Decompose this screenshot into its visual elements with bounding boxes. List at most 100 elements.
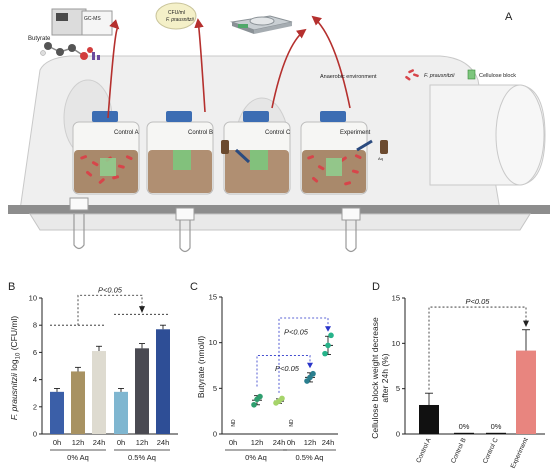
panel-d-bar: [454, 432, 474, 434]
panel-c-y-tick-label: 10: [209, 338, 217, 347]
panel-c-sig-bracket-24h: [278, 317, 329, 393]
panel-d-value-label: 0%: [459, 422, 470, 431]
balance-instrument: [230, 15, 293, 34]
panel-c-data-point: [310, 370, 316, 377]
panel-c-group-label: 0% Aq: [245, 453, 267, 462]
arrow-to-gcms: [107, 19, 120, 119]
panel-b-bar: [92, 351, 106, 434]
gcms-label: GC-MS: [84, 16, 101, 22]
panel-d-bar: [516, 350, 536, 434]
panel-d-sig-arrow: [523, 320, 529, 328]
arrow-to-balance-2: [311, 15, 351, 109]
panel-a-label: A: [505, 11, 513, 23]
dropper-experiment: [356, 139, 373, 152]
panel-b-y-tick-label: 10: [29, 294, 37, 303]
panel-c-x-tick-label: 24h: [273, 438, 286, 447]
panel-d-x-tick-label: Control C: [482, 437, 500, 465]
shelf-base: [29, 213, 531, 231]
panel-b-x-tick-label: 12h: [72, 438, 85, 447]
panel-c-y-tick-label: 5: [213, 384, 217, 393]
aq-bottle-left: [221, 140, 229, 154]
panel-b-group-label: 0% Aq: [67, 453, 89, 462]
panel-d-y-tick-label: 0: [396, 430, 400, 439]
panel-b-y-tick-label: 8: [33, 321, 37, 330]
panel-c-data-point: [257, 393, 263, 400]
legend-block-icon: [467, 69, 476, 80]
panel-c-group-label: 0.5% Aq: [296, 453, 324, 462]
panel-c-data-point: [322, 350, 328, 357]
arrow-to-balance: [271, 28, 307, 109]
panel-b-sig-bracket: [77, 294, 143, 326]
panel-b-bar: [71, 371, 85, 434]
panel-d-x-tick-label: Experiment: [510, 437, 530, 470]
panel-d-chart: D Cellulose block weight decreaseafter 2…: [370, 281, 545, 470]
panel-d-x-tick-label: Control A: [415, 436, 433, 464]
panel-c-x-tick-label: 0h: [229, 438, 237, 447]
jar-label-control-b: Control B: [188, 130, 213, 136]
panel-d-y-tick-label: 10: [392, 339, 400, 348]
panel-c-x-tick-label: 12h: [304, 438, 317, 447]
panel-d-sig-label: P<0.05: [466, 297, 491, 306]
panel-b-bar: [135, 348, 149, 434]
legend-block-label: Cellulose block: [479, 73, 516, 79]
shelf-clamps: [69, 197, 361, 253]
shelf: [8, 205, 550, 214]
jar-label-control-a: Control A: [114, 130, 139, 136]
panel-b-x-tick-label: 0h: [53, 438, 61, 447]
panel-c-y-tick-label: 15: [209, 293, 217, 302]
panel-b-group-label: 0.5% Aq: [128, 453, 156, 462]
panel-d-sig-bracket: [428, 306, 527, 390]
panel-d-label: D: [372, 281, 380, 293]
panel-b-x-tick-label: 12h: [136, 438, 149, 447]
panel-b-y-tick-label: 2: [33, 402, 37, 411]
jar-control-a: Control A: [72, 111, 140, 195]
panel-d-y-tick-label: 5: [396, 384, 400, 393]
panel-c-sig-label-12h: P<0.05: [275, 364, 300, 373]
airlock-door: [495, 84, 545, 186]
panel-b-chart: B F. prausnitzii log10 (CFU/ml) 02468100…: [8, 281, 178, 462]
panel-b-x-tick-label: 24h: [93, 438, 106, 447]
panel-d-y-axis-label: Cellulose block weight decreaseafter 24h…: [370, 317, 390, 439]
panel-d-x-tick-label: Control B: [450, 437, 468, 465]
jar-label-experiment: Experiment: [340, 130, 371, 136]
panel-b-y-axis-label: F. prausnitzii log10 (CFU/ml): [9, 316, 22, 420]
panel-d-bar: [419, 404, 439, 434]
panel-a-illustration: A Control A: [8, 2, 550, 253]
panel-b-y-tick-label: 0: [33, 430, 37, 439]
panel-b-bar: [156, 329, 170, 434]
gcms-instrument: GC-MS: [51, 8, 113, 36]
cfu-species-label: F. prausnitzii: [166, 17, 195, 23]
cfu-label: CFU/ml: [168, 10, 185, 16]
panel-d-value-label: 0%: [491, 422, 502, 431]
legend-environment: Anaerobic environment: [320, 74, 377, 80]
jar-control-b: Control B: [146, 111, 214, 195]
panel-d-y-tick-label: 15: [392, 294, 400, 303]
petri-dish: CFU/ml F. prausnitzii: [155, 2, 197, 30]
butyrate-molecule-label: Butyrate: [28, 36, 51, 42]
panel-b-sig-label: P<0.05: [98, 285, 123, 294]
panel-c-nd-label: ND: [289, 419, 295, 427]
panel-c-data-point: [251, 401, 257, 408]
jar-control-c: Control C: [223, 111, 291, 195]
panel-b-y-tick-label: 6: [33, 348, 37, 357]
legend-bacteria-label: F. prausnitzii: [424, 73, 455, 79]
panel-c-x-tick-label: 0h: [287, 438, 295, 447]
panel-c-x-tick-label: 24h: [322, 438, 335, 447]
dropper-control-c: [234, 148, 251, 164]
panel-c-y-axis-label: Butyrate (nmol/l): [196, 336, 206, 399]
panel-b-x-tick-label: 0h: [117, 438, 125, 447]
panel-c-x-tick-label: 12h: [251, 438, 264, 447]
panel-b-sig-arrow: [139, 306, 145, 313]
panel-c-sig-arrow-12h: [307, 362, 313, 369]
legend-bacteria-icon: [405, 69, 419, 81]
panel-c-data-point: [325, 342, 331, 349]
panel-b-bar: [50, 391, 64, 434]
panel-b-x-tick-label: 24h: [157, 438, 170, 447]
panel-b-bar: [114, 391, 128, 434]
aq-bottle-tag: Aq: [378, 156, 383, 161]
panel-c-y-tick-label: 0: [213, 430, 217, 439]
panel-c-sig-label-24h: P<0.05: [284, 327, 309, 336]
butyrate-molecule: [40, 42, 100, 60]
